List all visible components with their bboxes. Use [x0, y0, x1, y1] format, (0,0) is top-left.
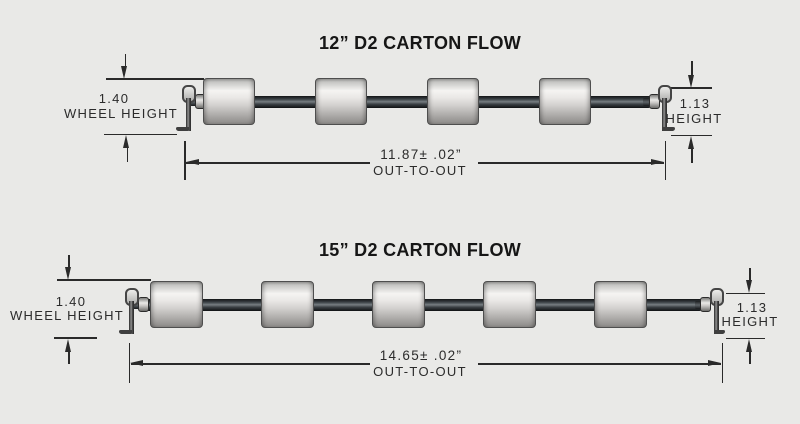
extension-line: [57, 279, 151, 281]
axle-stub-right: [695, 300, 703, 309]
arrowhead-right: [708, 360, 721, 366]
wheel: [427, 78, 479, 125]
hook-foot-left: [176, 126, 189, 131]
hub-right: [700, 297, 711, 312]
arrowhead-right: [651, 159, 664, 165]
dim-line: [478, 162, 664, 164]
dim-line: [749, 267, 751, 282]
hook-strip-left: [128, 301, 134, 334]
dim-line: [478, 363, 721, 365]
diagram-title: 12” D2 CARTON FLOW: [318, 32, 522, 53]
out-to-out-label: OUT-TO-OUT: [373, 363, 467, 379]
hub-left: [138, 297, 149, 312]
arrowhead-left: [185, 159, 199, 165]
extension-line: [671, 134, 712, 137]
hook-foot-right: [713, 329, 725, 334]
extension-line: [664, 141, 666, 180]
extension-line: [104, 133, 177, 136]
arrowhead-up: [64, 338, 71, 352]
wheel: [372, 281, 425, 328]
out-to-out-label: OUT-TO-OUT: [373, 162, 467, 178]
diagram-title: 15” D2 CARTON FLOW: [318, 239, 522, 260]
dim-line: [68, 255, 70, 269]
wheel: [203, 78, 255, 125]
wheel-height-label: WHEEL HEIGHT: [9, 308, 125, 323]
wheel: [539, 78, 591, 125]
extension-line: [668, 87, 712, 89]
arrowhead-down: [64, 267, 71, 280]
dim-line: [130, 363, 370, 365]
out-to-out-value: 11.87± .02”: [380, 146, 462, 162]
dim-line: [126, 147, 128, 162]
hook-foot-left: [119, 329, 132, 334]
wheel: [261, 281, 314, 328]
wheel-height-value: 1.40: [55, 293, 87, 309]
height-label: HEIGHT: [721, 314, 779, 329]
wheel: [594, 281, 647, 328]
wheel: [483, 281, 536, 328]
dim-line: [749, 351, 751, 364]
dim-line: [124, 54, 126, 68]
arrowhead-up: [745, 339, 752, 353]
hook-strip-left: [185, 98, 191, 131]
arrowhead-left: [130, 360, 143, 366]
dim-line: [186, 162, 370, 164]
axle: [199, 95, 651, 108]
wheel-height-value: 1.40: [98, 91, 130, 106]
extension-line: [54, 337, 97, 339]
arrowhead-up: [687, 136, 694, 150]
wheel: [150, 281, 203, 328]
hook-foot-right: [661, 126, 675, 131]
height-label: HEIGHT: [665, 110, 723, 126]
hook-strip-right: [713, 301, 719, 334]
out-to-out-value: 14.65± .02”: [379, 347, 463, 363]
extension-line: [721, 343, 723, 383]
height-value: 1.13: [679, 96, 711, 111]
dim-line: [691, 61, 693, 76]
extension-line: [726, 337, 765, 340]
height-value: 1.13: [736, 299, 768, 315]
extension-line: [106, 78, 204, 80]
extension-line: [726, 292, 765, 294]
arrowhead-up: [123, 135, 130, 149]
dim-line: [68, 350, 70, 364]
dim-line: [691, 148, 693, 163]
extension-line: [128, 343, 130, 383]
arrowhead-down: [121, 66, 128, 79]
hook-strip-right: [661, 98, 667, 131]
wheel: [315, 78, 367, 125]
arrowhead-down: [745, 279, 752, 293]
wheel-height-label: WHEEL HEIGHT: [63, 105, 179, 121]
extension-line: [184, 141, 186, 180]
axle-stub-right: [643, 97, 651, 106]
arrowhead-down: [687, 74, 694, 88]
